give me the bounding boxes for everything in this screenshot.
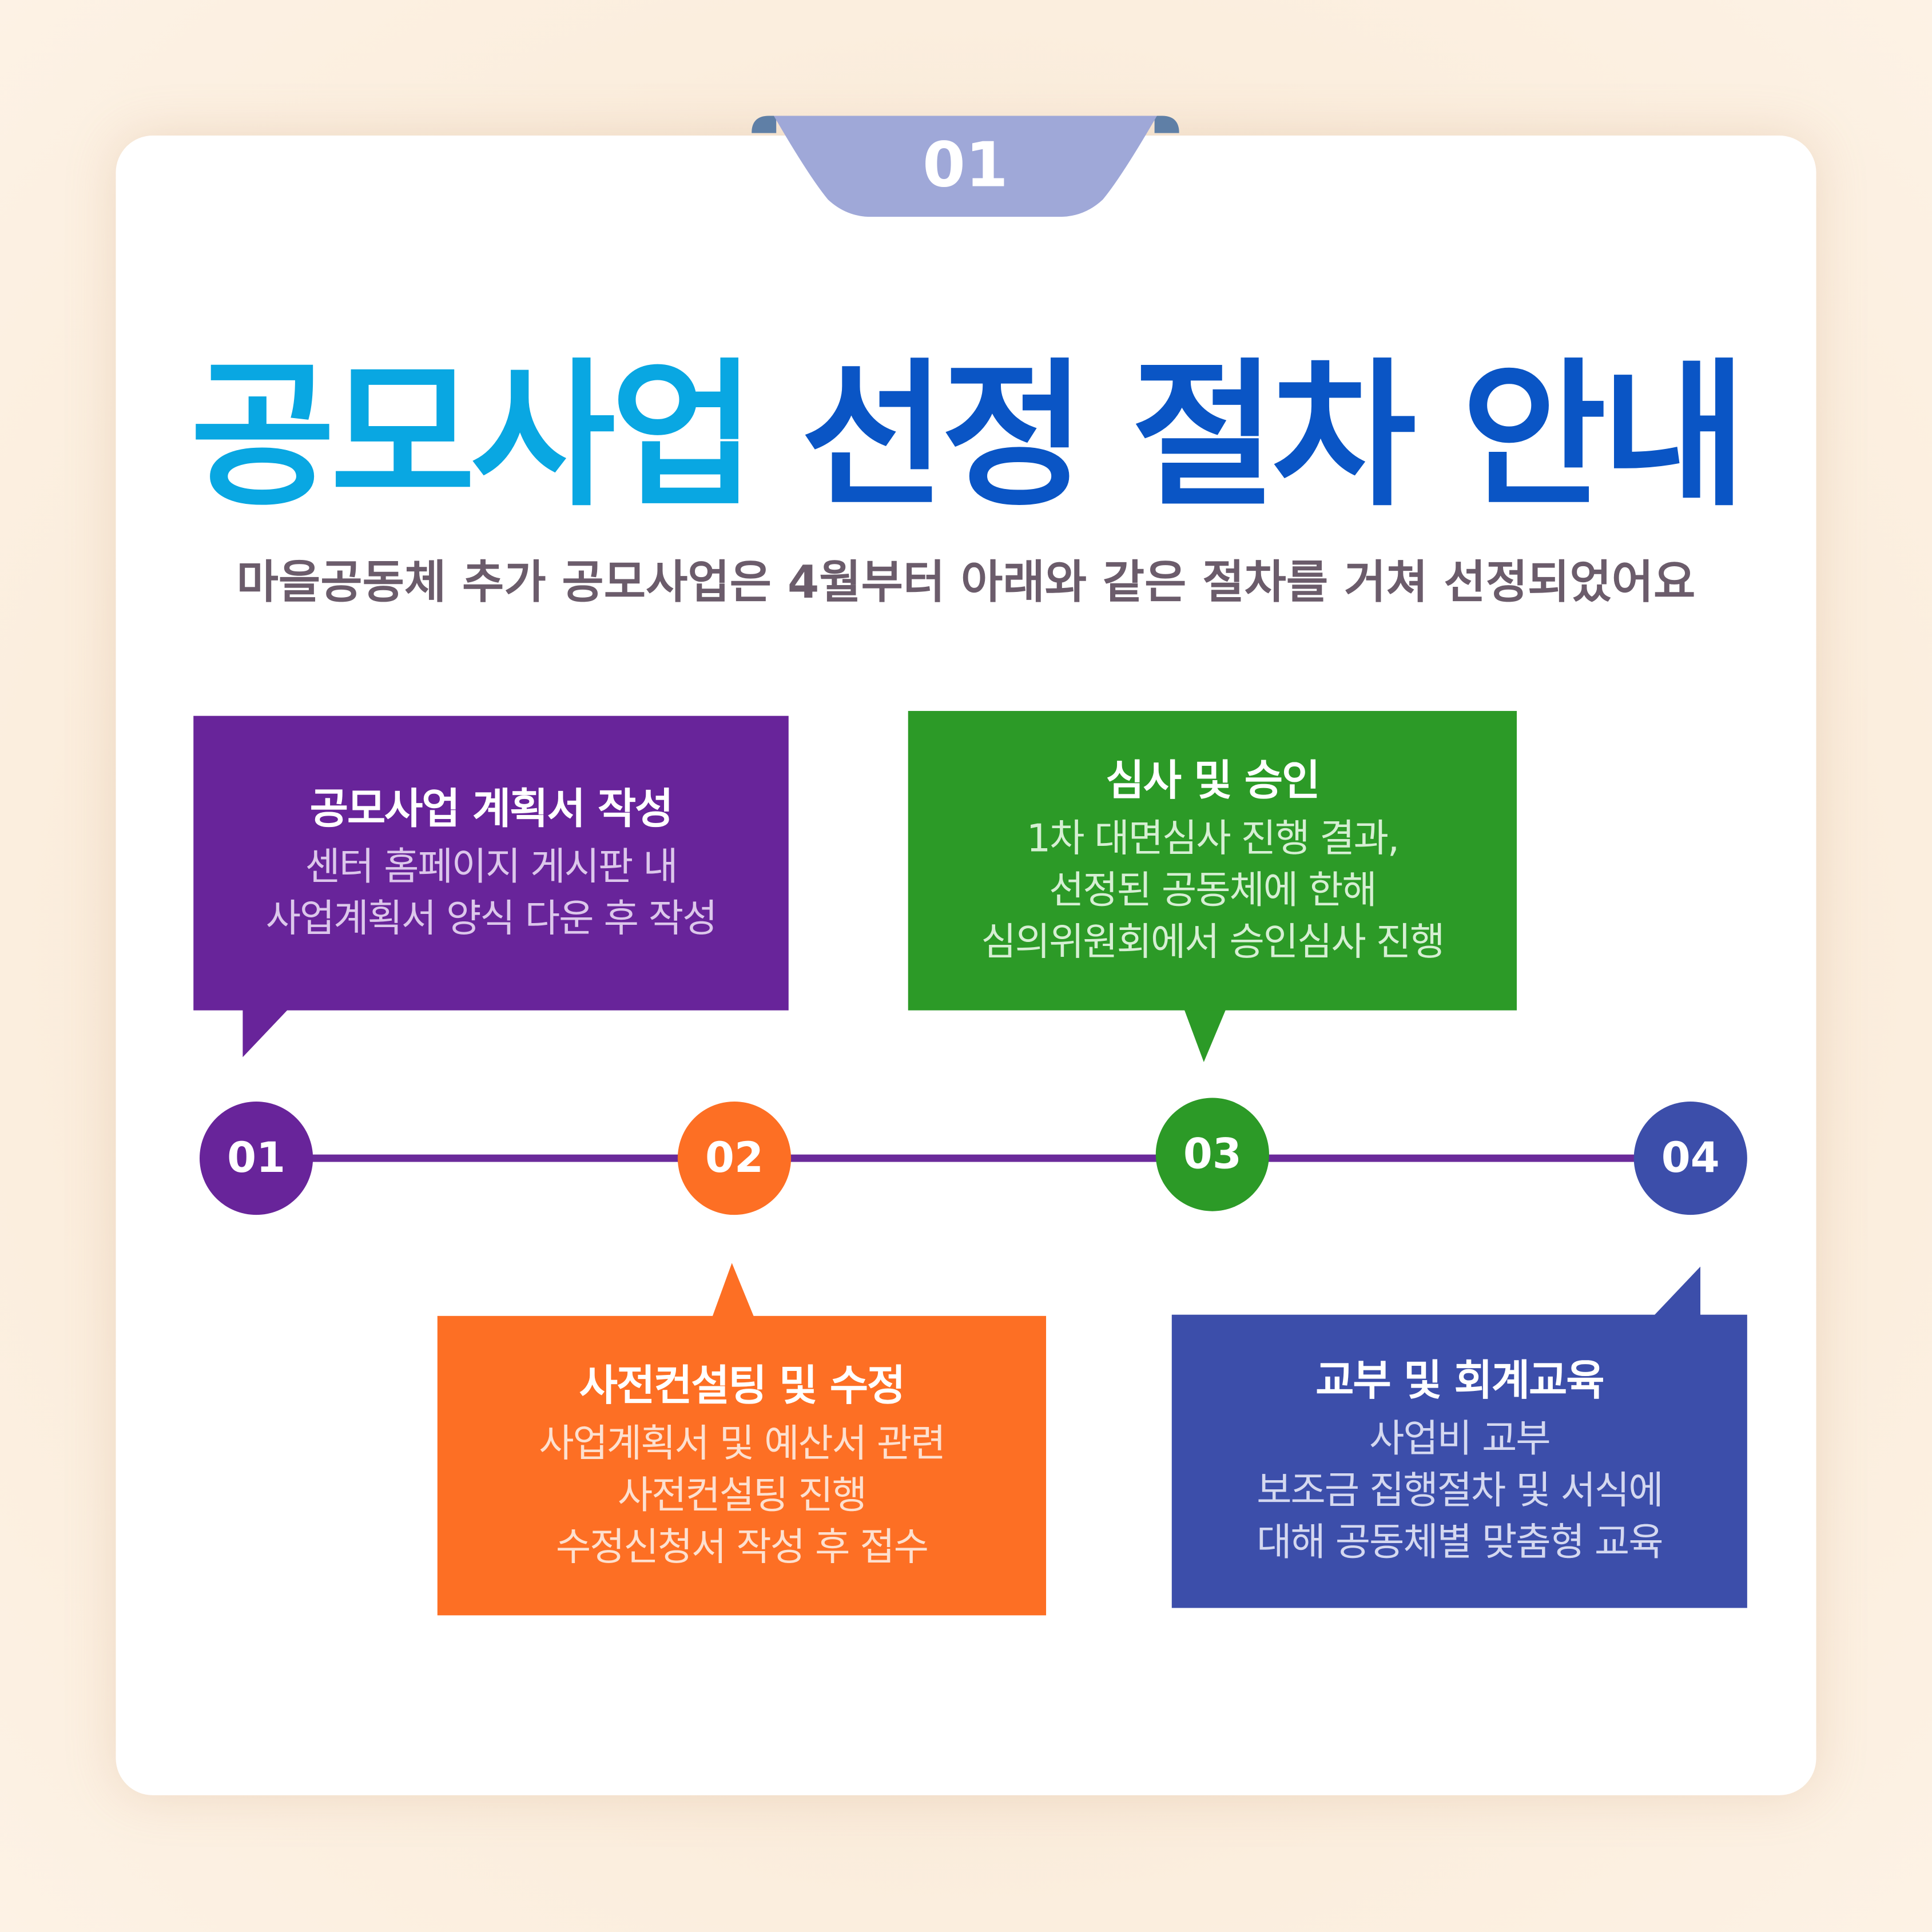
tail-step-1 [243,1009,289,1058]
step-3-marker: 03 [1155,1098,1269,1211]
step-4-card: 교부 및 회계교육 사업비 교부 보조금 집행절차 및 서식에 대해 공동체별 … [1171,1314,1747,1608]
page-title: 공모사업 선정 절차 안내 [0,333,1932,542]
step-4-heading: 교부 및 회계교육 [1315,1356,1604,1406]
step-4-line: 사업비 교부 [1369,1417,1551,1462]
step-1-heading: 공모사업 계획서 작성 [309,784,674,834]
step-1-marker: 01 [200,1101,313,1215]
step-2-marker: 02 [677,1101,792,1215]
title-rest: 선정 절차 안내 [801,345,1747,529]
step-2-line: 수정신청서 작성 후 접수 [555,1524,929,1569]
title-highlight: 공모사업 [190,345,756,529]
step-1-card: 공모사업 계획서 작성 센터 홈페이지 게시판 내 사업계획서 양식 다운 후 … [193,715,789,1011]
step-3-card: 심사 및 승인 1차 대면심사 진행 결과, 선정된 공동체에 한해 심의위원회… [908,711,1517,1011]
tail-step-4 [1653,1266,1700,1316]
step-3-line: 1차 대면심사 진행 결과, [1026,816,1400,861]
step-2-heading: 사전컨설팅 및 수정 [579,1361,906,1410]
step-4-line: 대해 공동체별 맞춤형 교육 [1257,1520,1664,1565]
step-3-line: 심의위원회에서 승인심사 진행 [981,920,1445,964]
step-4-marker: 04 [1633,1101,1747,1215]
step-2-line: 사전컨설팅 진행 [617,1473,867,1518]
tail-step-3 [1184,1009,1226,1063]
tail-step-2 [712,1263,754,1317]
step-4-line: 보조금 집행절차 및 서식에 [1257,1468,1664,1513]
step-3-heading: 심사 및 승인 [1106,756,1320,805]
step-2-line: 사업계획서 및 예산서 관련 [539,1421,946,1466]
number-tab [752,116,1179,217]
step-1-line: 센터 홈페이지 게시판 내 [305,844,678,889]
tab-number: 01 [922,129,1008,201]
subtitle: 마을공동체 추가 공모사업은 4월부터 아래와 같은 절차를 거쳐 선정되었어요 [236,555,1696,609]
step-1-line: 사업계획서 양식 다운 후 작성 [265,896,718,941]
step-2-card: 사전컨설팅 및 수정 사업계획서 및 예산서 관련 사전컨설팅 진행 수정신청서… [437,1315,1047,1616]
step-3-line: 선정된 공동체에 한해 [1048,868,1377,913]
timeline-line [256,1154,1691,1162]
